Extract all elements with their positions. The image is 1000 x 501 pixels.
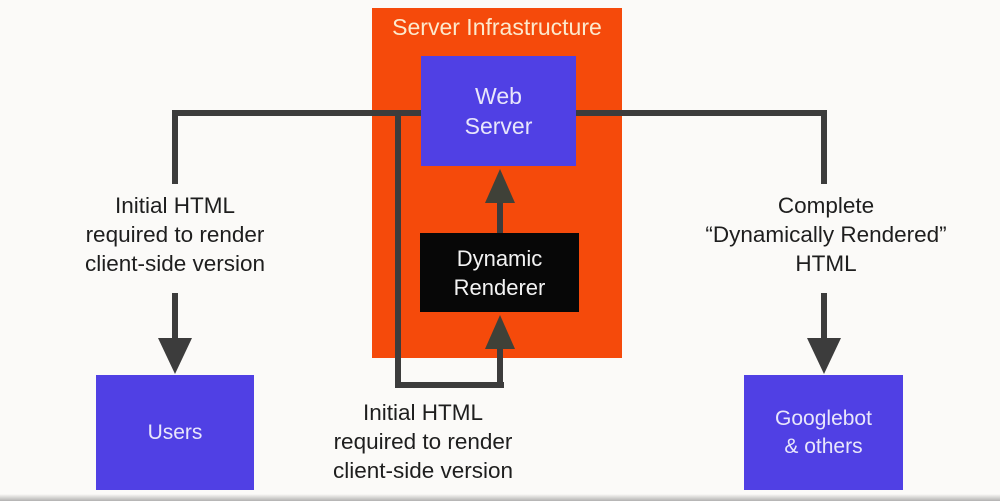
arrow-stem-into-web-server [497,202,503,233]
left-annotation: Initial HTML required to render client-s… [84,193,266,276]
googlebot-node: Googlebot & others [744,375,903,490]
arrowhead-up-to-web-server-icon [485,169,515,203]
arrowhead-down-to-users-icon [158,338,192,374]
elbow-connector-vertical [395,112,401,388]
web-server-node: Web Server [421,56,576,166]
left-connector-lower-segment [172,293,178,338]
arrow-stem-into-dynamic-renderer [497,349,503,385]
users-node: Users [96,375,254,490]
bottom-annotation: Initial HTML required to render client-s… [332,400,514,483]
bottom-edge-shadow [0,494,1000,501]
dynamic-renderer-node: Dynamic Renderer [420,233,579,312]
left-connector-upper-segment [172,110,178,184]
right-connector-upper-segment [821,110,827,184]
right-connector-lower-segment [821,293,827,338]
elbow-connector-horizontal [395,382,504,388]
arrowhead-up-to-dynamic-renderer-icon [485,315,515,349]
server-infrastructure-title: Server Infrastructure [392,14,602,40]
right-annotation: Complete “Dynamically Rendered” HTML [705,193,947,276]
arrowhead-down-to-googlebot-icon [807,338,841,374]
